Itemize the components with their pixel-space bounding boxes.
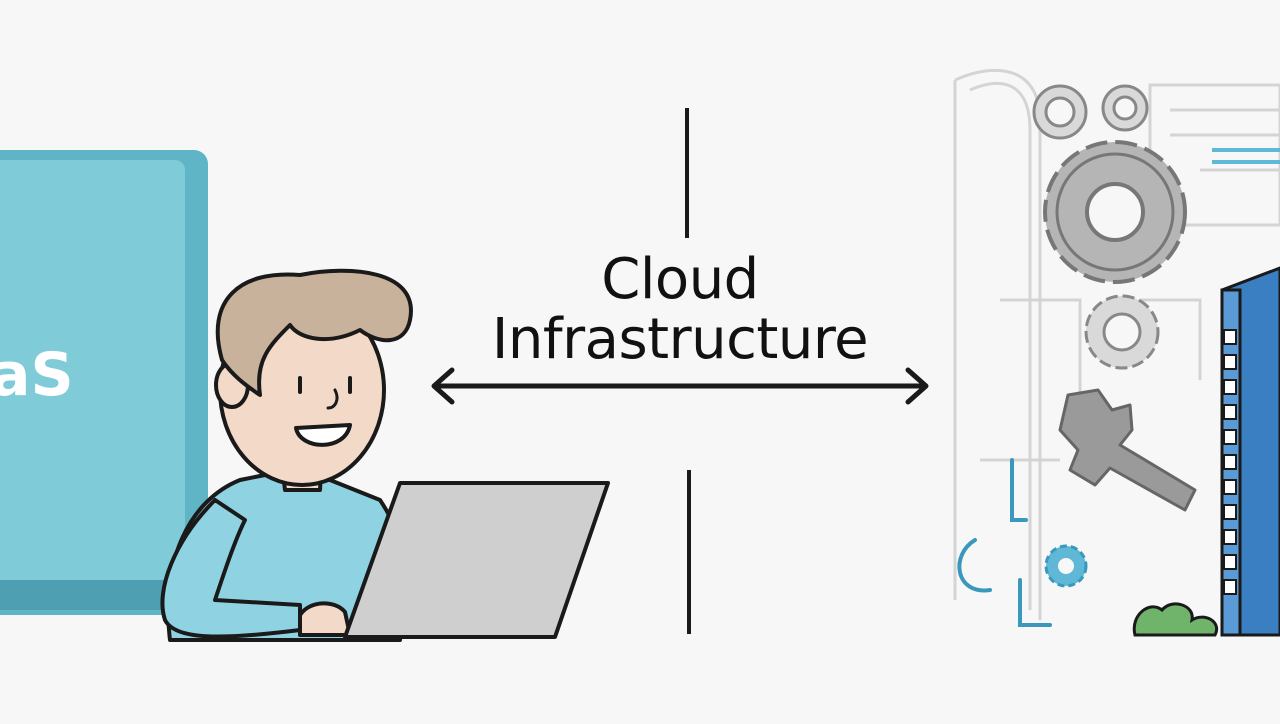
infrastructure-sketch (953, 68, 1280, 620)
double-arrow-icon (431, 367, 929, 405)
gear-icon (1032, 84, 1088, 140)
building-icon (1220, 266, 1280, 637)
wrench-icon (1058, 388, 1197, 512)
gear-icon (1044, 544, 1088, 588)
title-line-1: Cloud (601, 247, 759, 312)
blue-lines (1212, 148, 1280, 164)
page-title: Cloud Infrastructure (430, 250, 930, 370)
gear-icon (1084, 294, 1160, 370)
title-line-2: Infrastructure (491, 307, 869, 372)
saas-label: aS (0, 340, 74, 410)
blue-sketch-marks (957, 458, 1052, 627)
gear-icon (1043, 140, 1187, 284)
shrub-illustration (1132, 602, 1219, 637)
saas-panel (0, 150, 208, 615)
person-illustration (160, 268, 413, 642)
laptop-icon (343, 481, 610, 639)
gear-icon (1101, 84, 1149, 132)
